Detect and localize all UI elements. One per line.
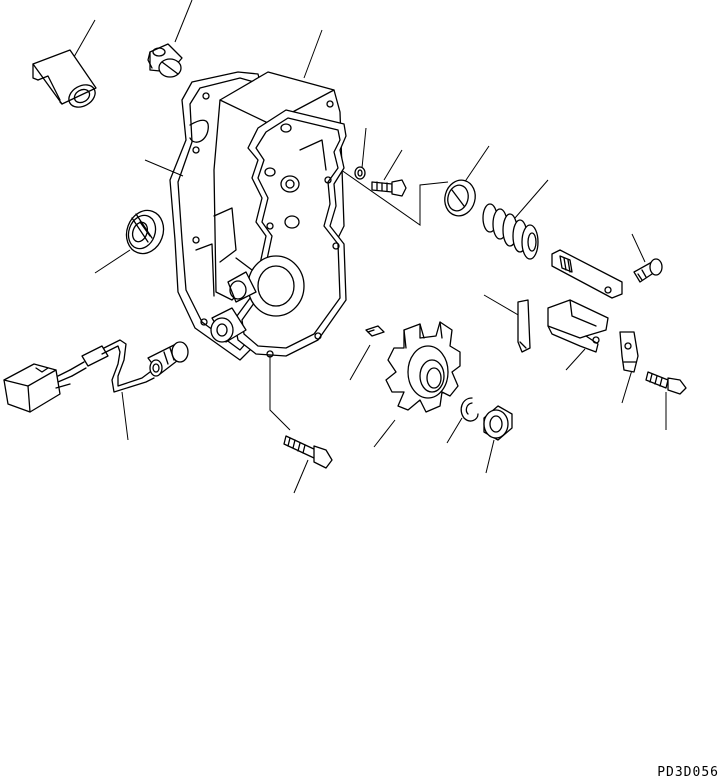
sleeve-part (32, 49, 97, 108)
long-bolt-part (283, 435, 333, 469)
small-bolt-part (371, 179, 407, 197)
drawing-code-label: PD3D056 (657, 765, 719, 780)
leader-bolt-small (383, 149, 403, 181)
leader-plate (565, 348, 586, 371)
housing-part (195, 71, 347, 358)
leader-sprocket (373, 419, 396, 448)
leader-lines (69, 0, 667, 494)
leader-bolt-long (293, 459, 309, 494)
leader-key (349, 344, 371, 381)
rack-plate-part (551, 249, 623, 299)
leader-housing (303, 29, 323, 79)
oil-seal-part (444, 179, 476, 217)
leader-snap-ring (446, 417, 463, 444)
leader-spring (514, 179, 549, 219)
leader-bolt-long-extension (269, 355, 291, 431)
leader-washer (361, 127, 367, 169)
leader-collar (485, 439, 495, 474)
spring-part (482, 203, 539, 260)
right-bolt-part (633, 258, 663, 283)
washer-part (354, 166, 366, 180)
snap-ring-part (460, 397, 479, 422)
plug-part (147, 43, 183, 78)
sensor-part (3, 339, 189, 413)
leader-clip (621, 369, 633, 404)
bearing-part (125, 209, 165, 255)
leader-bolt-right (631, 233, 646, 263)
leader-bearing (94, 249, 131, 274)
leader-oil-seal (461, 145, 490, 187)
projection-line-upper (283, 129, 449, 226)
leader-gasket (144, 159, 184, 177)
sprocket-part (385, 321, 461, 413)
lower-right-bolt-part (645, 371, 687, 395)
leader-bracket (483, 294, 521, 317)
leader-plug (174, 0, 193, 43)
key-part (365, 325, 385, 337)
bracket-part (517, 299, 531, 353)
clip-part (619, 331, 639, 373)
leader-sensor (121, 391, 129, 441)
lever-plate-part (547, 299, 609, 353)
collar-part (483, 405, 513, 441)
